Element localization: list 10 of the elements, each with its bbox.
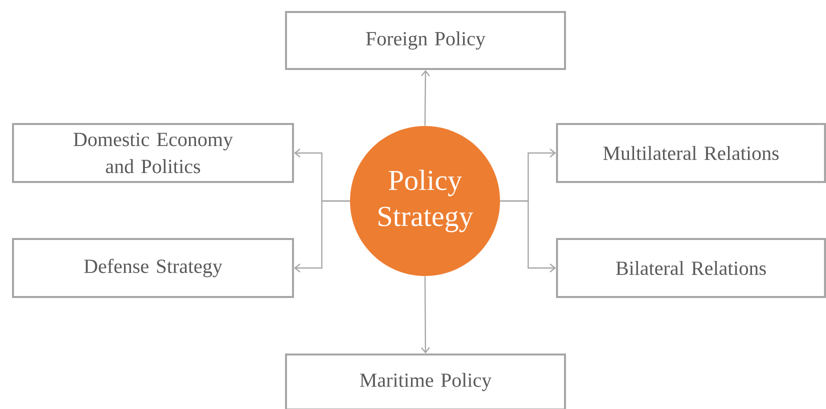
topic-box: Multilateral Relations (556, 123, 826, 183)
topic-box: Domestic Economy and Politics (12, 123, 294, 183)
arrow (420, 70, 430, 126)
arrow (500, 200, 556, 272)
topic-box: Bilateral Relations (556, 238, 826, 298)
topic-box: Foreign Policy (285, 11, 566, 70)
topic-box: Maritime Policy (285, 354, 566, 409)
topic-box: Defense Strategy (12, 238, 294, 298)
arrow (421, 276, 430, 354)
arrow (294, 200, 350, 272)
